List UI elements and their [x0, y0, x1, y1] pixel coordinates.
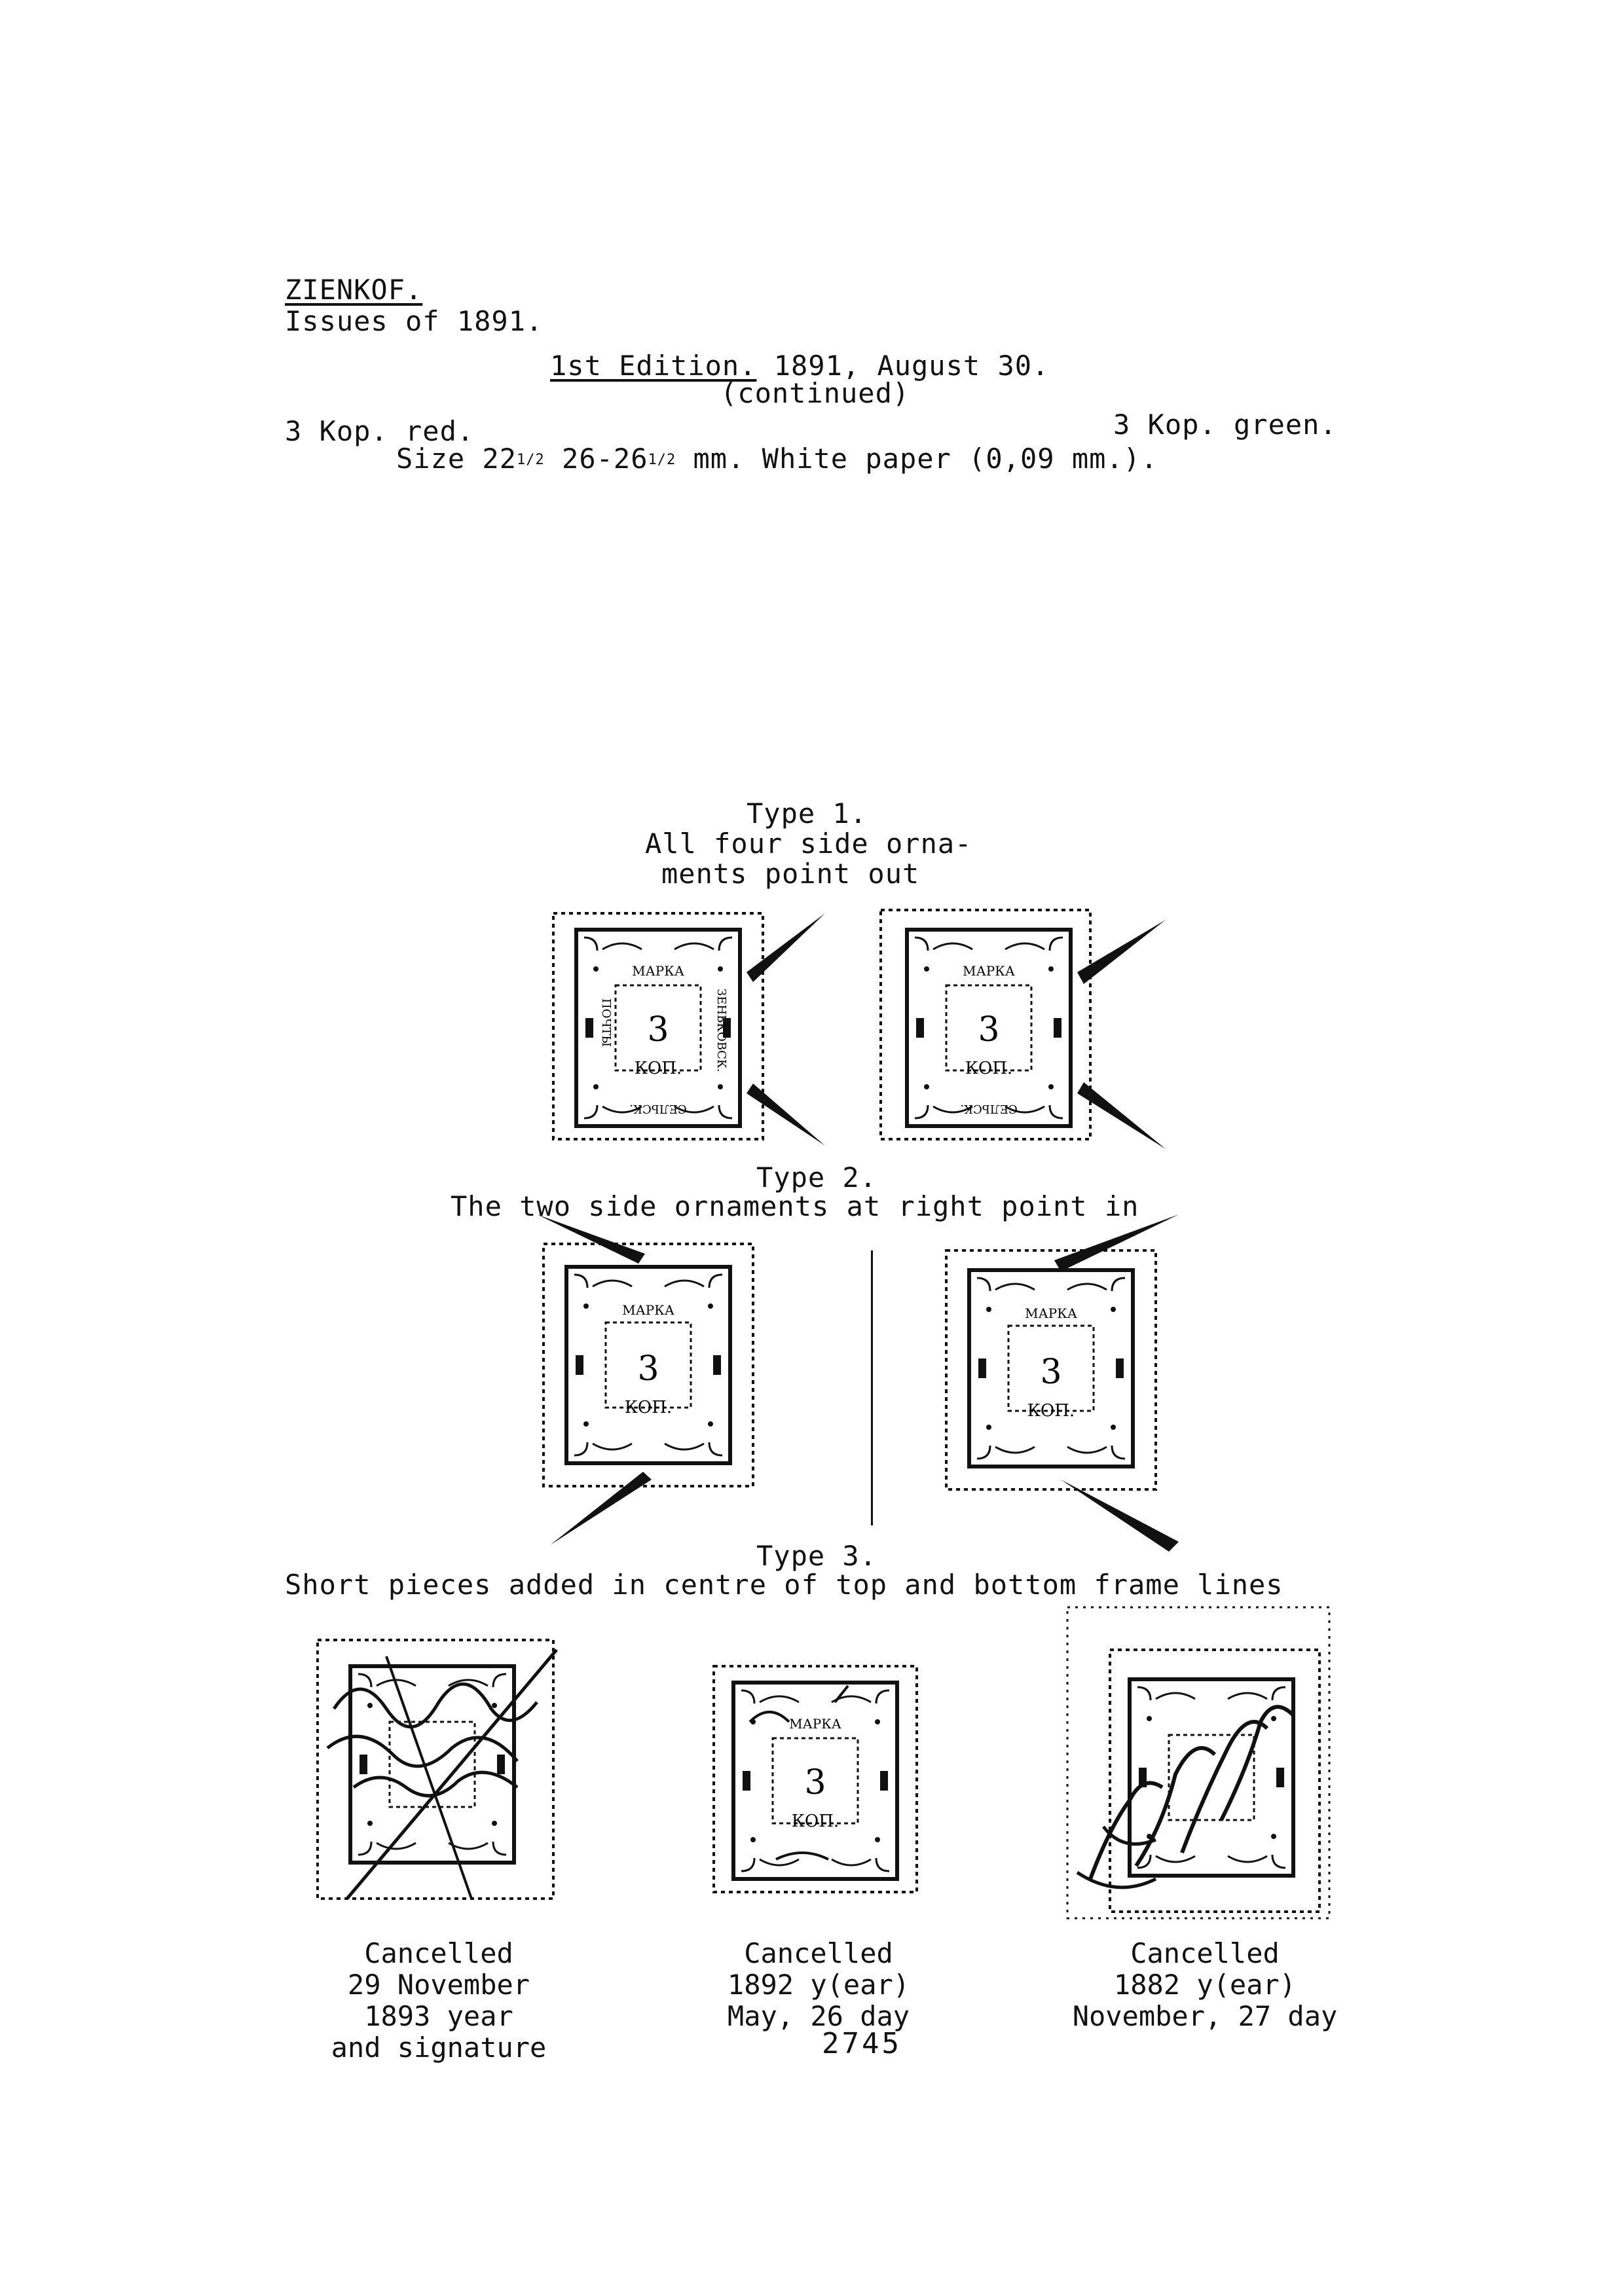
caption-line: 1893 year [364, 2000, 513, 2032]
stamp-value: 3 [647, 1010, 669, 1049]
stamp-value: 3 [637, 1349, 659, 1389]
cancel-cross-line [385, 1656, 473, 1899]
edition-continued: (continued) [720, 377, 910, 409]
cancel-caption-1: Cancelled 29 November 1893 year and sign… [301, 1938, 576, 2064]
stamp-top-text: МАРКА [632, 963, 684, 979]
size-line: Size 221/2 26-261/2 mm. White paper (0,0… [396, 445, 1158, 473]
pointer-arrow [1077, 920, 1166, 984]
stamp-value: 3 [978, 1010, 999, 1049]
type-2-line-1: The two side ornaments at right point in [451, 1190, 1139, 1222]
caption-line: 1892 y(ear) [727, 1969, 910, 2001]
stamp-value: 3 [1040, 1353, 1061, 1392]
stamp-top-text: МАРКА [1025, 1305, 1077, 1321]
handwritten-cancel [1088, 1705, 1295, 1880]
handwritten-cancel [748, 1685, 849, 1861]
pointer-arrow [1054, 1214, 1179, 1271]
stamp-top-text: МАРКА [622, 1302, 674, 1318]
stamp-bottom-text: СЕЛЬСК. [960, 1102, 1018, 1116]
stamp-unit: КОП. [1027, 1401, 1075, 1421]
edition-heading-underlined: 1st Edition. [550, 350, 757, 382]
edition-heading-date: 1891, August 30. [756, 350, 1050, 382]
size-suffix: mm. White paper (0,09 mm.). [676, 443, 1158, 475]
handwritten-cancel [326, 1683, 538, 1798]
pointer-arrow [537, 1214, 645, 1264]
caption-line: and signature [331, 2032, 547, 2064]
type-3-stamp-1 [316, 1639, 558, 1900]
size-half-2: 1/2 [648, 452, 676, 468]
caption-line: Cancelled [364, 1937, 513, 1969]
stamp-unit: КОП. [635, 1059, 682, 1078]
stamp-unit: КОП. [792, 1812, 839, 1831]
page-title: ZIENKOF. [285, 274, 423, 306]
stamp-top-text: МАРКА [963, 963, 1015, 979]
cancel-caption-3: Cancelled 1882 y(ear) November, 27 day [1035, 1938, 1375, 2032]
stamp-value: 3 [804, 1763, 826, 1802]
type-3-stamp-2: МАРКА 3 КОП. [712, 1665, 918, 1893]
stamp-right-text: ЗЕНЬКОВСК. [714, 989, 728, 1072]
divider-line [871, 1250, 873, 1525]
pointer-arrow [747, 913, 825, 982]
stamp-unit: КОП. [965, 1059, 1012, 1078]
caption-line: Cancelled [1130, 1937, 1280, 1969]
pointer-arrow [550, 1472, 652, 1545]
type-2-label: Type 2. [756, 1161, 877, 1194]
edition-heading: 1st Edition. 1891, August 30. [550, 352, 1049, 380]
cancel-caption-2: Cancelled 1892 y(ear) May, 26 day [694, 1938, 943, 2032]
pointer-arrow [747, 1084, 825, 1146]
caption-line: 29 November [347, 1969, 530, 2001]
size-middle: 26-26 [544, 443, 648, 475]
size-prefix: Size 22 [396, 443, 517, 475]
pointer-arrow [1077, 1082, 1166, 1149]
type-3-stamp-3 [1066, 1606, 1331, 1920]
caption-line: November, 27 day [1072, 2000, 1338, 2032]
caption-line: 1882 y(ear) [1113, 1969, 1297, 2001]
stamp-bottom-text: СЕЛЬСК. [629, 1102, 687, 1116]
handwritten-cancel [1076, 1825, 1157, 1889]
type-2-stamp-right: МАРКА 3 КОП. [945, 1214, 1179, 1552]
type-1-line-2: ments point out [661, 858, 920, 890]
type-1-line-1: All four side orna- [645, 828, 972, 860]
type-1-label: Type 1. [747, 797, 868, 829]
type-3-label: Type 3. [756, 1540, 877, 1572]
caption-line: Cancelled [744, 1937, 893, 1969]
cancel-cross-line [346, 1649, 558, 1900]
type-1-stamp-left: МАРКА 3 КОП. СЕЛЬСК. ПОЧТЫ ЗЕНЬКОВСК. [552, 912, 825, 1146]
type-1-stamp-right: МАРКА 3 КОП. СЕЛЬСК. [879, 909, 1166, 1149]
value-left: 3 Kop. red. [285, 415, 475, 447]
pointer-arrow [1061, 1480, 1179, 1552]
stamp-left-text: ПОЧТЫ [599, 998, 613, 1047]
page-subtitle: Issues of 1891. [285, 305, 544, 337]
stamp-top-text: МАРКА [789, 1716, 841, 1732]
type-2-stamp-left: МАРКА 3 КОП. [537, 1214, 754, 1545]
type-3-line-1: Short pieces added in centre of top and … [285, 1569, 1283, 1601]
page-number: 2745 [822, 2027, 902, 2060]
caption-line: May, 26 day [727, 2000, 910, 2032]
size-half-1: 1/2 [517, 452, 545, 468]
stamp-unit: КОП. [625, 1398, 672, 1417]
value-right: 3 Kop. green. [1113, 409, 1337, 441]
